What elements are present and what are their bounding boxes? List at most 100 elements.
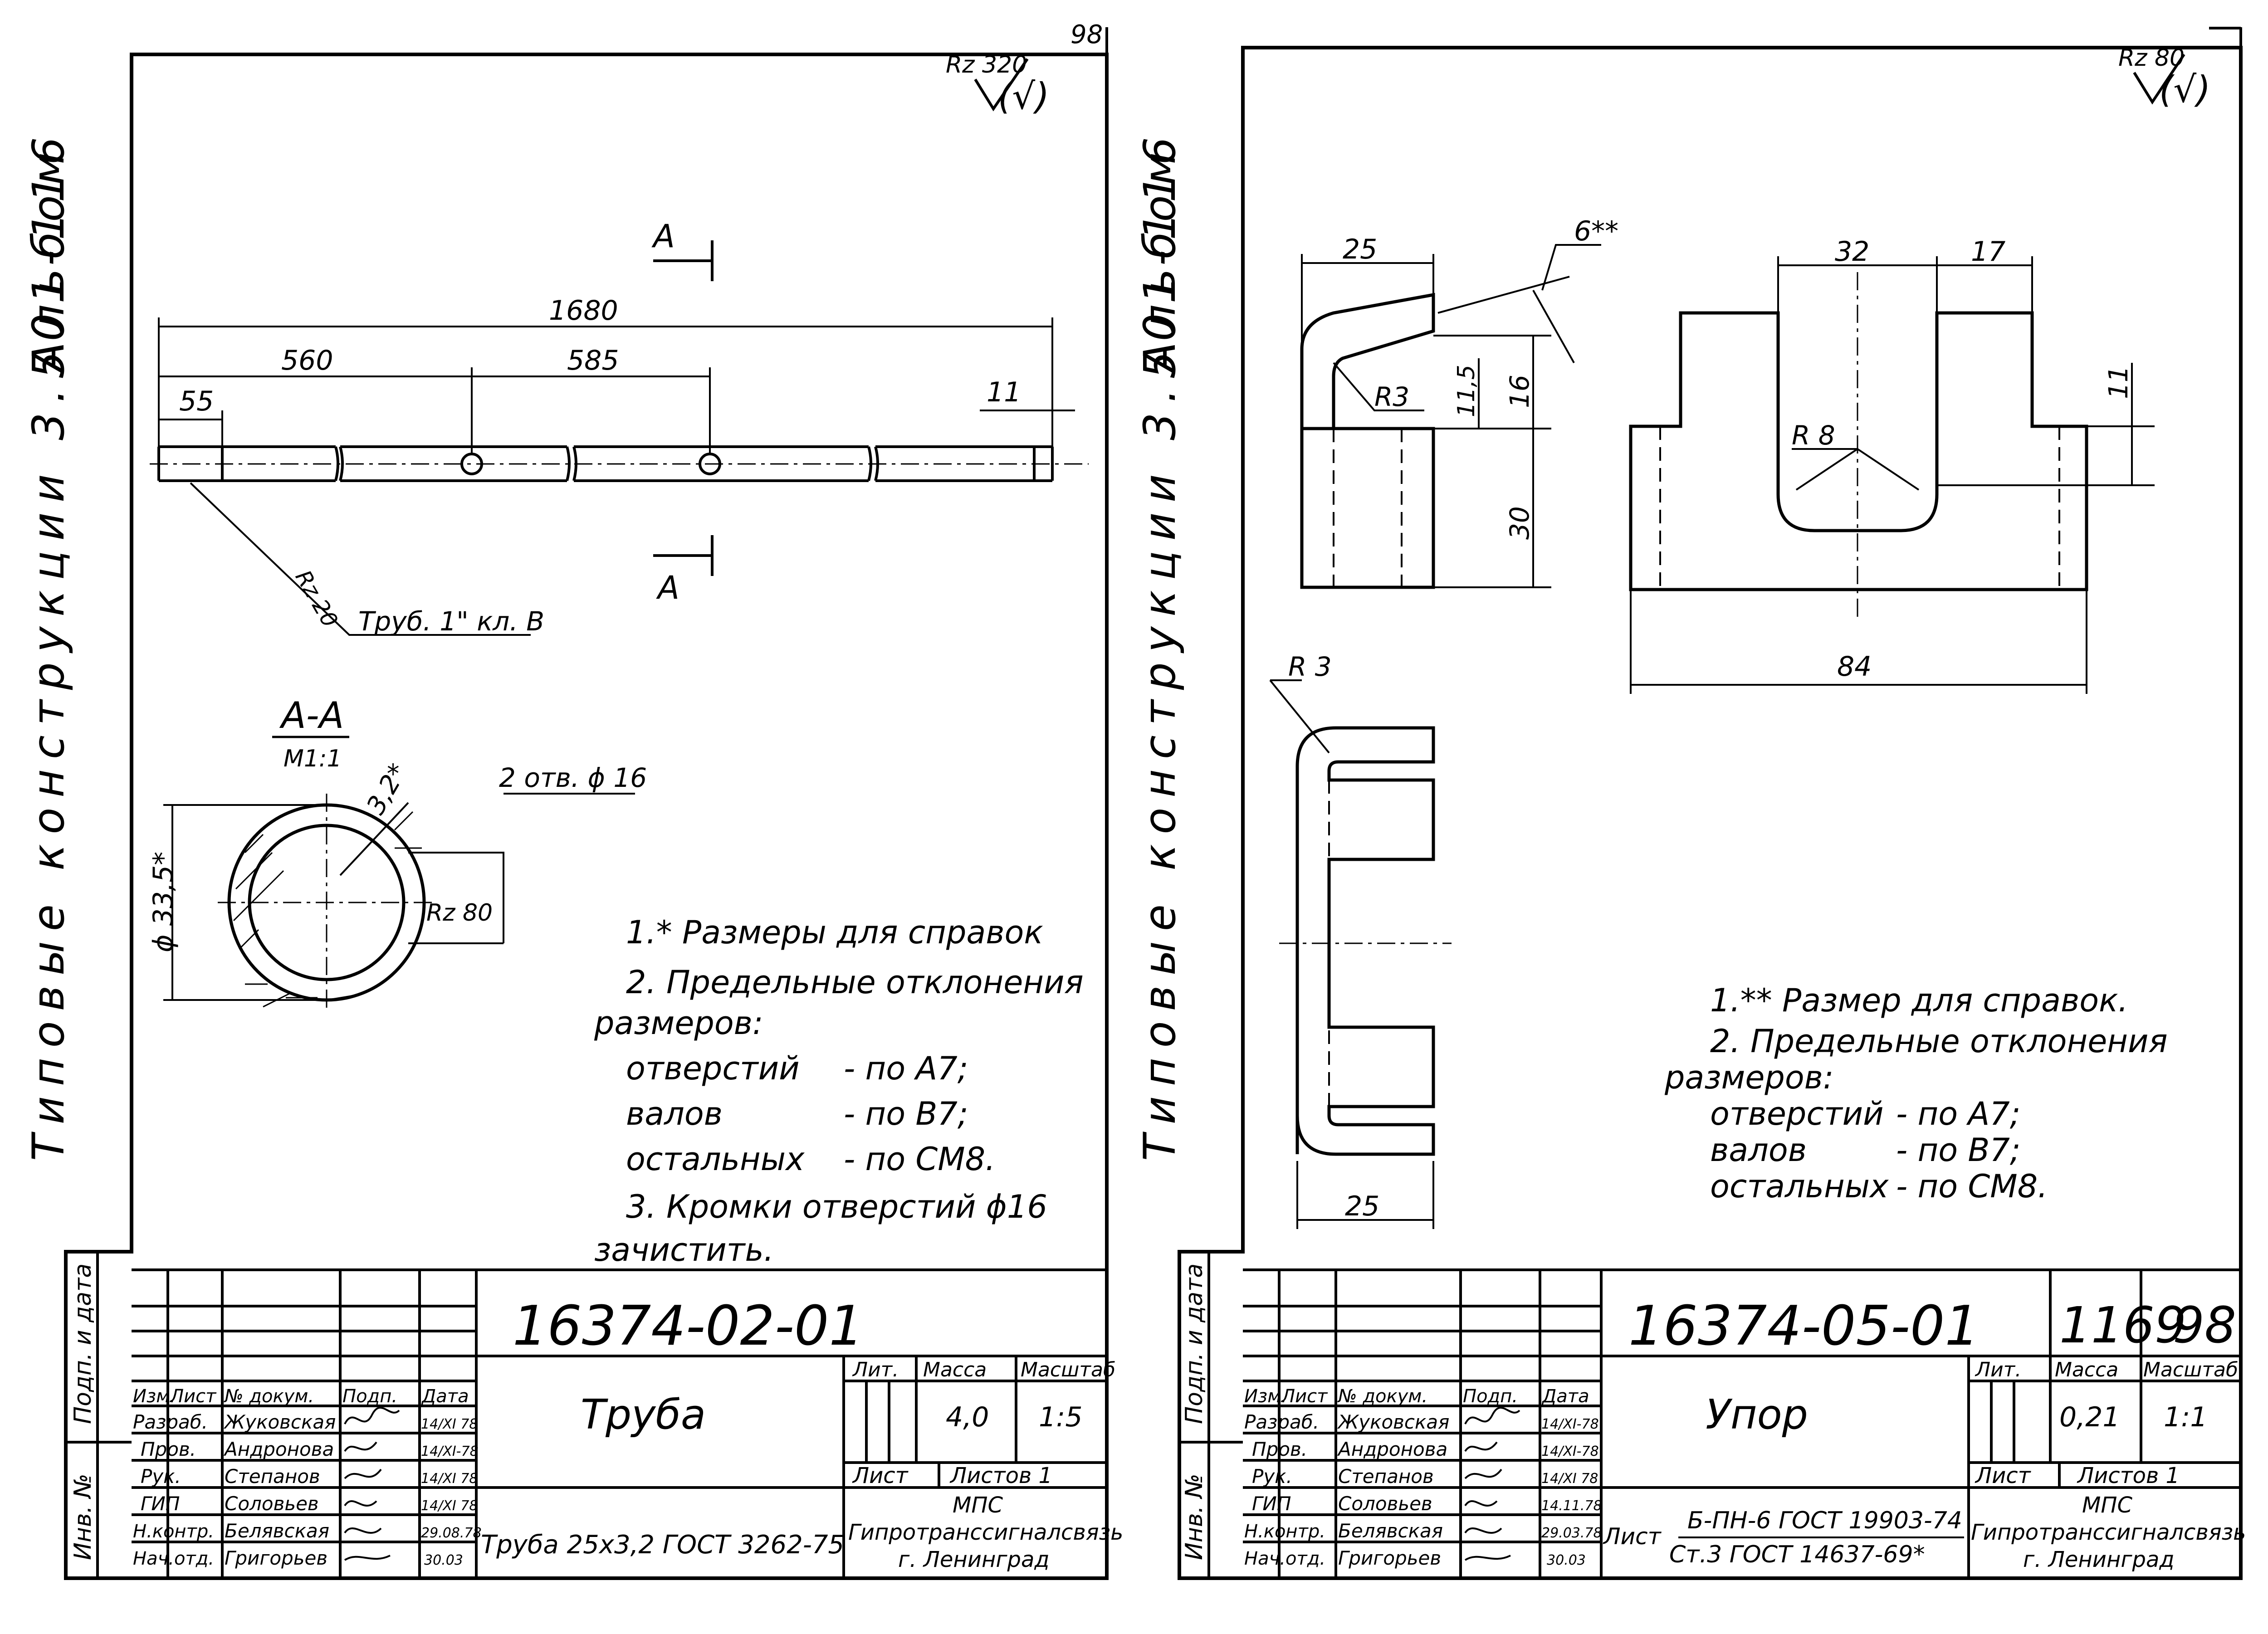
- radius-r8: R 8: [1792, 420, 1835, 451]
- dim-11-5: 11,5: [1453, 365, 1480, 417]
- dim-17: 17: [1971, 236, 2005, 268]
- note-line: 1.** Размер для справок.: [1710, 982, 2128, 1019]
- note-line: остальных: [626, 1141, 805, 1178]
- dim-55: 55: [179, 385, 214, 417]
- note-line: отверстий: [626, 1050, 800, 1087]
- dim-wall: 3,2*: [361, 759, 413, 819]
- date: 29.03.78: [1541, 1525, 1602, 1541]
- dim-11-front: 11: [2103, 366, 2134, 399]
- inv-no-label: Инв. №: [1181, 1473, 1208, 1560]
- scale-value: 1:1: [2164, 1401, 2208, 1433]
- note-line: валов: [1710, 1132, 1807, 1169]
- part-name: Труба: [581, 1391, 706, 1439]
- note-line: валов: [626, 1095, 723, 1132]
- org-city: г. Ленинград: [898, 1547, 1050, 1572]
- scale-value: 1:5: [1039, 1401, 1083, 1433]
- sheet-number: 1169: [2059, 1296, 2186, 1354]
- section-marks: [653, 240, 714, 576]
- role: Разраб.: [133, 1411, 208, 1433]
- col-izm: Изм.: [1244, 1386, 1287, 1407]
- roughness-paren: (√): [998, 75, 1049, 117]
- left-notes: 1.* Размеры для справок 2. Предельные от…: [594, 914, 1084, 1268]
- person: Соловьев: [1338, 1493, 1432, 1515]
- holes-label: 2 отв. ϕ 16: [499, 762, 647, 793]
- note-line: - по А7;: [844, 1050, 968, 1087]
- col-sheets: Листов 1: [949, 1463, 1052, 1488]
- note-line: 1.* Размеры для справок: [626, 914, 1043, 951]
- col-date: Дата: [421, 1386, 469, 1407]
- date: 14/XI 78: [421, 1471, 478, 1487]
- right-sheet: Типовые конструкции 3.501-116 Альбом Rz …: [1134, 27, 2246, 1580]
- roughness-symbol: [974, 58, 1029, 112]
- date: 30.03: [424, 1552, 463, 1568]
- wall-leader: [339, 802, 409, 876]
- right-notes: 1.** Размер для справок. 2. Предельные о…: [1664, 982, 2168, 1205]
- pipe-section: [218, 794, 435, 1011]
- role: Н.контр.: [1244, 1521, 1325, 1542]
- note-line: 2. Предельные отклонения: [1710, 1023, 2168, 1060]
- drawing-code: 16374-05-01: [1628, 1295, 1980, 1358]
- col-list: Лист: [1281, 1386, 1328, 1407]
- person: Степанов: [225, 1465, 320, 1488]
- date: 14/XI 78: [1541, 1471, 1598, 1487]
- section-title: А-А: [279, 694, 344, 737]
- holes-leader: [408, 793, 635, 944]
- person: Андронова: [223, 1438, 334, 1460]
- person: Григорьев: [1338, 1547, 1441, 1569]
- bottom-dim: [1296, 1161, 1434, 1229]
- dim-25-top: 25: [1343, 234, 1377, 265]
- note-line: остальных: [1710, 1168, 1889, 1205]
- date: 14/XI 78: [421, 1498, 478, 1514]
- podp-i-data-label: Подп. и дата: [1181, 1263, 1208, 1424]
- col-sign: Подп.: [342, 1386, 397, 1407]
- person: Жуковская: [223, 1411, 336, 1433]
- inv-no-label: Инв. №: [69, 1473, 97, 1560]
- pipe-dimensions: [158, 317, 1075, 454]
- dim-30: 30: [1504, 506, 1535, 540]
- org-ministry: МПС: [2082, 1493, 2133, 1518]
- podp-i-data-label: Подп. и дата: [69, 1263, 97, 1424]
- col-list: Лист: [169, 1386, 217, 1407]
- role: Рук.: [141, 1465, 181, 1488]
- col-lit: Лит.: [852, 1358, 899, 1381]
- roughness-rz20: Rz 20: [290, 566, 343, 632]
- person: Жуковская: [1337, 1411, 1449, 1433]
- dim-diameter: ϕ 33,5*: [147, 852, 179, 952]
- role: ГИП: [141, 1493, 180, 1515]
- dim-25-bottom: 25: [1345, 1190, 1379, 1222]
- roughness-rz320: Rz 320: [946, 51, 1027, 78]
- date: 30.03: [1547, 1552, 1586, 1568]
- note-line: размеров:: [1664, 1059, 1834, 1096]
- pipe-label: Труб. 1" кл. В: [358, 606, 544, 637]
- pipe-view: [150, 445, 1089, 482]
- dim-1680: 1680: [549, 295, 618, 327]
- left-sheet-number: 98: [1070, 20, 1103, 49]
- person: Соловьев: [225, 1493, 319, 1515]
- org-ministry: МПС: [953, 1493, 1003, 1518]
- dim-11: 11: [987, 376, 1021, 408]
- person: Белявская: [1338, 1520, 1443, 1542]
- col-doc: № докум.: [224, 1386, 314, 1407]
- role: ГИП: [1252, 1493, 1291, 1515]
- note-line: 3. Кромки отверстий ϕ16: [626, 1188, 1047, 1225]
- sheet-number-98: 98: [2173, 1296, 2236, 1354]
- col-doc: № докум.: [1337, 1386, 1427, 1407]
- series-title: Типовые конструкции 3.501-116: [1134, 127, 1185, 1161]
- note-line: размеров:: [594, 1005, 763, 1042]
- role: Пров.: [141, 1438, 196, 1460]
- role: Н.контр.: [133, 1521, 214, 1542]
- person: Степанов: [1338, 1465, 1434, 1488]
- role: Разраб.: [1244, 1411, 1319, 1433]
- bracket-front-view: [1629, 272, 2088, 617]
- note-line: - по В7;: [1896, 1132, 2021, 1169]
- col-scale: Масштаб: [2143, 1358, 2238, 1381]
- col-mass: Масса: [923, 1358, 987, 1381]
- signatures: Разраб. Пров. Рук. ГИП Н.контр. Нач.отд.…: [1244, 1407, 1602, 1569]
- mass-value: 4,0: [946, 1401, 989, 1433]
- bracket-side-view: [1300, 293, 1435, 589]
- note-line: - по А7;: [1896, 1095, 2020, 1132]
- radius-r3-top: R3: [1374, 381, 1409, 412]
- person: Андронова: [1337, 1438, 1447, 1460]
- note-line: - по СМ8.: [844, 1141, 995, 1178]
